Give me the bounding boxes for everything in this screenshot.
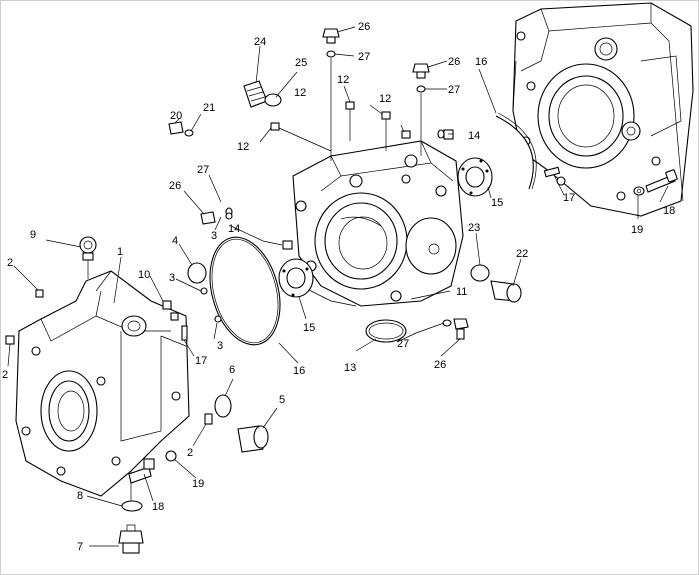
callout-14: 14	[468, 130, 480, 142]
bolt-20	[168, 121, 194, 137]
callout-7: 7	[77, 541, 83, 553]
bearing-15-lower	[278, 258, 314, 298]
callout-18: 18	[152, 501, 164, 513]
washer-8	[121, 500, 143, 512]
callout-27: 27	[397, 338, 409, 350]
callout-3: 3	[211, 230, 217, 242]
callout-2: 2	[7, 257, 13, 269]
callout-11: 11	[456, 286, 467, 298]
plug-10	[162, 300, 172, 310]
pin-17-left	[181, 325, 188, 341]
callout-12: 12	[379, 93, 391, 105]
screw-26-top	[322, 28, 340, 161]
callout-17: 17	[563, 192, 575, 204]
callout-21: 21	[203, 102, 215, 114]
callout-26: 26	[448, 56, 460, 68]
center-housing	[292, 140, 464, 307]
plug-5	[237, 425, 269, 453]
callout-27: 27	[197, 164, 209, 176]
o-ring-16-lower	[209, 236, 281, 346]
cap-6	[214, 394, 232, 418]
callout-16: 16	[293, 365, 305, 377]
callout-19: 19	[192, 478, 204, 490]
bearing-15-upper	[457, 157, 493, 197]
callout-2: 2	[2, 369, 8, 381]
callout-26: 26	[358, 21, 370, 33]
bolt-12-b	[381, 111, 391, 151]
callout-3: 3	[169, 272, 175, 284]
callout-22: 22	[516, 248, 528, 260]
callout-4: 4	[172, 235, 178, 247]
screw-26-second	[412, 63, 430, 156]
callout-15: 15	[303, 322, 315, 334]
o-ring-3-a	[200, 287, 208, 295]
washer-19-left	[165, 450, 177, 462]
callout-9: 9	[30, 229, 36, 241]
plug-2-c	[204, 413, 213, 425]
callout-25: 25	[295, 57, 307, 69]
plug-14-lower	[282, 240, 293, 250]
plug-22	[490, 280, 522, 303]
o-ring-27-lower	[442, 319, 452, 327]
callout-6: 6	[229, 364, 235, 376]
callout-13: 13	[344, 362, 356, 374]
callout-12: 12	[237, 141, 249, 153]
callout-14: 14	[228, 223, 240, 235]
right-housing	[512, 2, 694, 217]
o-ring-25	[264, 93, 282, 107]
callout-5: 5	[279, 394, 285, 406]
plug-24	[243, 80, 268, 108]
screw-26-lower	[453, 318, 469, 340]
callout-24: 24	[254, 36, 266, 48]
callout-8: 8	[77, 490, 83, 502]
callout-20: 20	[170, 110, 182, 122]
callout-15: 15	[491, 197, 503, 209]
plug-7	[118, 524, 144, 554]
o-ring-4	[187, 262, 207, 284]
o-ring-16-upper	[495, 115, 534, 190]
callout-labels: 26 27 24 25 26 27 16 12 12 12 12 20 21 1…	[2, 21, 675, 553]
callout-17: 17	[195, 355, 207, 367]
callout-12: 12	[337, 74, 349, 86]
cap-23	[470, 264, 490, 282]
bolt-12-a	[345, 101, 355, 141]
plug-2-a	[35, 289, 44, 298]
callout-10: 10	[138, 269, 150, 281]
bolt-12-d	[401, 130, 411, 139]
plug-14-upper	[437, 129, 454, 140]
leader-lines	[7, 26, 669, 547]
callout-3: 3	[217, 340, 223, 352]
callout-19: 19	[631, 224, 643, 236]
pin-17-right	[543, 166, 561, 178]
callout-1: 1	[117, 246, 123, 258]
callout-12: 12	[294, 87, 306, 99]
callout-27: 27	[448, 84, 460, 96]
callout-26: 26	[434, 359, 446, 371]
callout-23: 23	[468, 222, 480, 234]
bolt-18-left	[128, 458, 155, 484]
callout-2: 2	[187, 447, 193, 459]
bolt-12-c	[270, 122, 332, 152]
callout-26: 26	[169, 180, 181, 192]
eye-bolt-9	[79, 236, 97, 279]
callout-16: 16	[475, 56, 487, 68]
o-ring-3-c	[225, 212, 233, 220]
o-ring-3-b	[214, 315, 222, 323]
plug-2-b	[5, 335, 15, 345]
left-housing	[15, 270, 190, 501]
bolt-18-right	[633, 169, 678, 196]
callout-18: 18	[663, 205, 675, 217]
callout-27: 27	[358, 51, 370, 63]
snap-ring-13	[365, 319, 407, 343]
